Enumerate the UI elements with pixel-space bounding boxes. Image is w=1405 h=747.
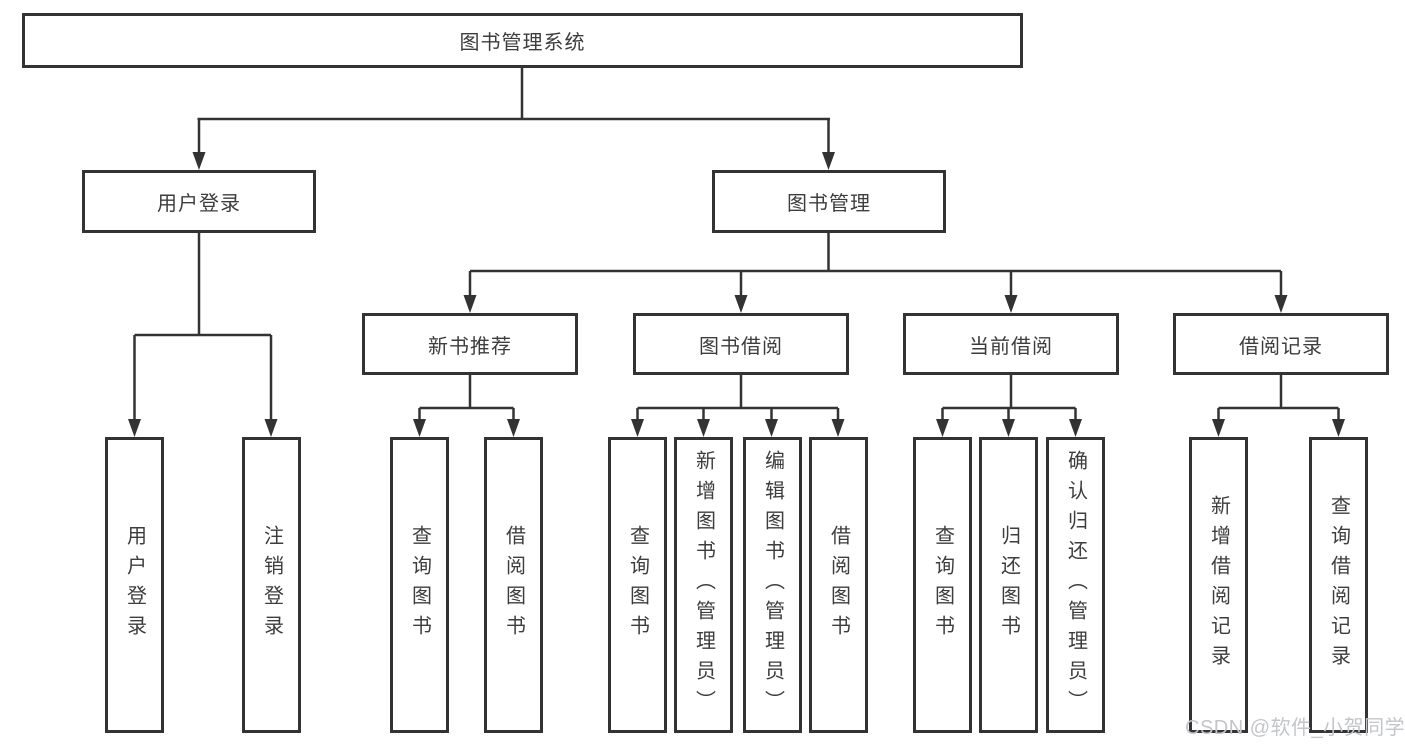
leaf-label: 编辑图书（管理员）	[761, 450, 784, 720]
leaf-current-query-books: 查询图书	[913, 437, 972, 733]
leaf-recommend-borrow-books: 借阅图书	[484, 437, 543, 733]
leaf-label: 用户登录	[123, 525, 146, 645]
leaf-label: 借阅图书	[827, 525, 850, 645]
leaf-label: 确认归还（管理员）	[1064, 450, 1087, 720]
leaf-borrowing-borrow-books: 借阅图书	[809, 437, 868, 733]
leaf-records-query-borrow-record: 查询借阅记录	[1309, 437, 1368, 733]
leaf-label: 查询图书	[408, 525, 431, 645]
node-library-management-system: 图书管理系统	[22, 13, 1023, 68]
leaf-label: 新增借阅记录	[1207, 495, 1230, 675]
node-book-borrowing: 图书借阅	[633, 313, 849, 375]
leaf-label: 归还图书	[997, 525, 1020, 645]
leaf-recommend-query-books: 查询图书	[390, 437, 449, 733]
leaf-label: 注销登录	[260, 525, 283, 645]
leaf-label: 查询图书	[626, 525, 649, 645]
node-book-management: 图书管理	[712, 170, 946, 233]
leaf-label: 借阅图书	[502, 525, 525, 645]
node-borrowing-records: 借阅记录	[1173, 313, 1389, 375]
leaf-user-login: 用户登录	[105, 437, 164, 733]
leaf-borrowing-add-books-admin: 新增图书（管理员）	[674, 437, 733, 733]
leaf-label: 查询借阅记录	[1327, 495, 1350, 675]
leaf-current-return-books: 归还图书	[979, 437, 1038, 733]
node-user-login-group: 用户登录	[82, 170, 316, 233]
csdn-watermark: CSDN @软件_小贺同学	[1185, 717, 1405, 739]
node-current-borrowing: 当前借阅	[903, 313, 1119, 375]
leaf-current-confirm-return-admin: 确认归还（管理员）	[1046, 437, 1105, 733]
leaf-label: 新增图书（管理员）	[692, 450, 715, 720]
leaf-borrowing-query-books: 查询图书	[608, 437, 667, 733]
arrowhead-icons	[128, 152, 1345, 437]
leaf-label: 查询图书	[931, 525, 954, 645]
node-new-book-recommendation: 新书推荐	[362, 313, 578, 375]
leaf-borrowing-edit-books-admin: 编辑图书（管理员）	[743, 437, 802, 733]
leaf-records-add-borrow-record: 新增借阅记录	[1189, 437, 1248, 733]
leaf-logout: 注销登录	[242, 437, 301, 733]
